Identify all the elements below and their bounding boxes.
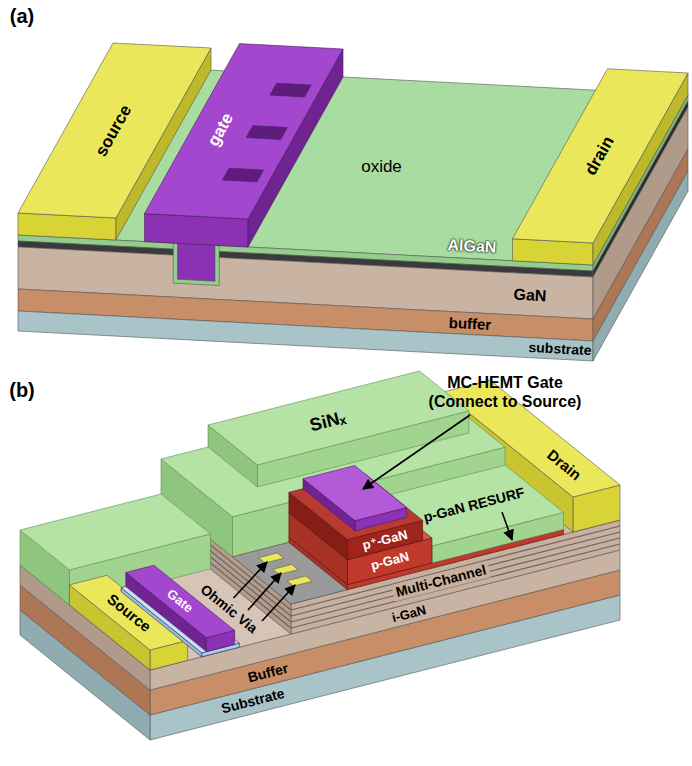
- leader-arrows-part: [248, 573, 281, 610]
- panel-letter: (b): [9, 378, 35, 402]
- gate-electrode-a-part: [222, 168, 263, 182]
- layer-label: Substrate: [220, 685, 287, 717]
- sinx-passivation-part: [208, 371, 469, 465]
- part-label: source: [92, 101, 137, 160]
- leader-arrows: [234, 415, 513, 621]
- drain-contact-a-part: [513, 69, 689, 243]
- callout-label: p-GaN RESURF: [422, 484, 526, 526]
- callout-label: MC-HEMT Gate (Connect to Source): [419, 373, 591, 411]
- epi-stack-a-part: [18, 311, 593, 361]
- gate-electrode-a-part: [270, 83, 311, 97]
- part-label: drain: [581, 133, 619, 179]
- sinx-passivation-part: [20, 494, 210, 570]
- layer-label: GaN: [513, 284, 547, 305]
- layer-label: Buffer: [245, 659, 289, 685]
- part-label: Drain: [543, 446, 584, 484]
- ohmic-via-area-part: [259, 553, 284, 563]
- layer-label: oxide: [361, 156, 402, 176]
- part-label: gate: [203, 110, 238, 150]
- gate-electrode-a-part: [246, 126, 287, 140]
- panel-letter: (a): [10, 4, 34, 28]
- layer-label: AlGaN: [447, 235, 497, 257]
- part-label: Gate: [164, 586, 196, 616]
- layer-label: p-GaN: [369, 549, 411, 574]
- drain-contact-a: [513, 69, 689, 265]
- gate-recess-a: [173, 243, 219, 285]
- mc-hemt-gate: [303, 466, 407, 531]
- callout-label: Ohmic Via: [197, 581, 261, 637]
- leader-arrows-part: [363, 415, 470, 489]
- leader-arrows-part: [262, 585, 295, 621]
- layer-label: Multi-Channel: [392, 560, 492, 601]
- gate-recess-a-part: [178, 243, 216, 281]
- ohmic-via-area-part: [287, 576, 312, 586]
- drain-contact-a-part: [513, 239, 594, 265]
- gate-recess-a-part: [173, 243, 219, 285]
- mc-hemt-gate-part: [303, 466, 407, 521]
- layer-label: substrate: [528, 339, 592, 359]
- part-label: Source: [103, 590, 154, 636]
- layer-label: SiNₓ: [308, 407, 349, 437]
- layer-label: buffer: [448, 313, 491, 333]
- ohmic-via-area-part: [273, 565, 298, 575]
- gate-electrode-a-part: [145, 44, 344, 219]
- leader-arrows-part: [234, 562, 268, 598]
- layer-label: i-GaN: [390, 602, 427, 626]
- leader-arrows-part: [502, 512, 512, 540]
- gate-electrode-a-part: [145, 214, 249, 247]
- gate-electrode-a: [145, 44, 344, 247]
